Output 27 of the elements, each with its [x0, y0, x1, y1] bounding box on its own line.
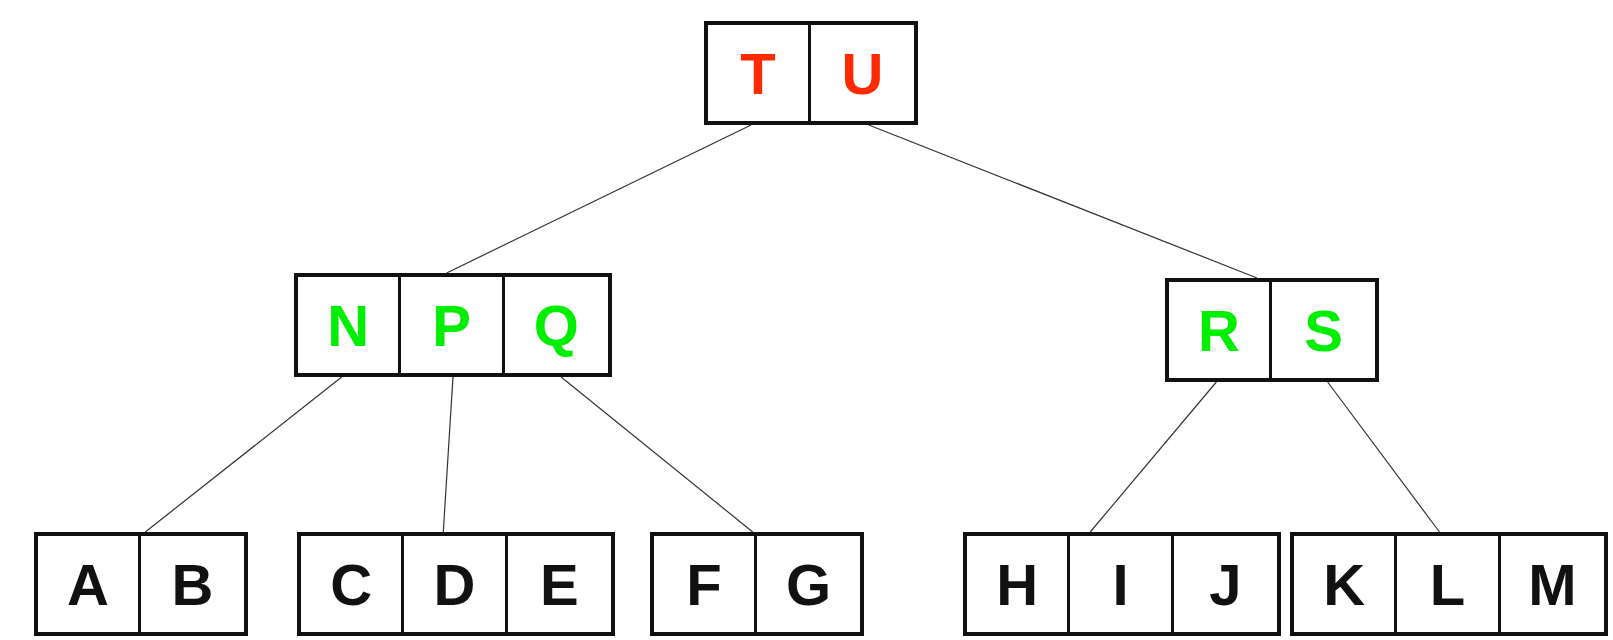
key-cell-text: M: [1527, 550, 1578, 619]
key-cell-text: U: [840, 39, 885, 108]
key-cell: N: [298, 277, 402, 373]
key-cell: R: [1169, 282, 1273, 378]
tree-link: [144, 376, 343, 533]
key-cell: C: [301, 536, 405, 632]
key-cell: I: [1070, 536, 1174, 632]
key-cell: H: [967, 536, 1071, 632]
tree-link: [1327, 381, 1441, 533]
key-cell-text: B: [170, 550, 215, 619]
key-cell-text: Q: [532, 291, 580, 360]
key-cell: L: [1397, 536, 1501, 632]
tree-link: [442, 376, 454, 533]
tree-link: [446, 124, 752, 274]
key-cell-text: G: [784, 550, 833, 619]
key-cell: F: [654, 536, 758, 632]
key-cell-text: S: [1303, 296, 1344, 365]
key-cell: K: [1294, 536, 1398, 632]
key-cell-text: J: [1208, 550, 1243, 619]
key-cell: D: [404, 536, 508, 632]
tree-link: [868, 124, 1258, 279]
tree-link: [1089, 381, 1217, 533]
key-cell-text: E: [539, 550, 580, 619]
key-cell: A: [38, 536, 142, 632]
tree-link: [560, 376, 754, 533]
key-cell: P: [401, 277, 505, 373]
key-cell: T: [708, 25, 812, 121]
